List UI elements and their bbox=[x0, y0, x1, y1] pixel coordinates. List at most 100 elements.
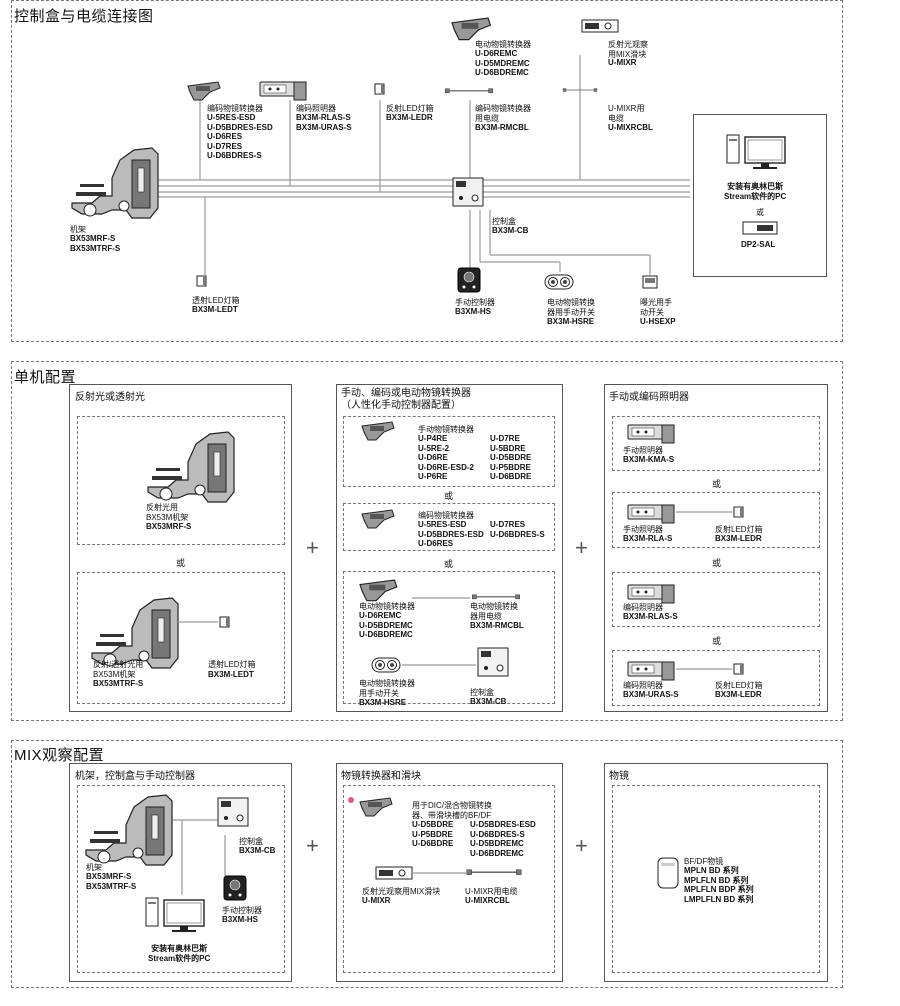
section2-title: 单机配置 bbox=[14, 369, 77, 386]
s2-manual-models-b: U-D7RE U-5BDRE U-D5BDRE U-P5BDRE U-D6BDR… bbox=[490, 434, 532, 481]
s1-dp2-models: DP2-SAL bbox=[741, 240, 776, 249]
s3-col2-inner bbox=[343, 785, 555, 973]
s2-coded-label: 编码物镜转换器 bbox=[418, 511, 474, 520]
s1-coded-nose-label: 编码物镜转换器 bbox=[207, 104, 263, 113]
s3-cb-label: 控制盒 bbox=[239, 837, 263, 846]
s2-uras-led-models: BX3M-LEDR bbox=[715, 690, 762, 699]
s1-cb-models: BX3M-CB bbox=[492, 226, 529, 235]
pc-box bbox=[693, 114, 827, 277]
s1-frame-models: BX53MRF-S BX53MTRF-S bbox=[70, 234, 121, 253]
s2-manual-label: 手动物镜转换器 bbox=[418, 425, 474, 434]
s1-mix-cable-models: U-MIXRCBL bbox=[608, 123, 653, 132]
section1-title: 控制盒与电缆连接图 bbox=[14, 8, 154, 25]
s2-col1-b-box bbox=[77, 572, 285, 704]
s2-col1-b-label: 反射/透射光用 BX53M机架 bbox=[93, 660, 144, 679]
s3-obj-label: BF/DF物镜 bbox=[684, 857, 724, 866]
s2-col2-coded-box bbox=[343, 503, 555, 551]
s1-coded-nose-models: U-5RES-ESD U-D5BDRES-ESD U-D6RES U-D7RES… bbox=[207, 113, 273, 160]
s3-nose-label: 用于DIC/混合物镜转换 器、带滑块槽的BF/DF bbox=[412, 801, 492, 820]
s2-cb-label: 控制盒 bbox=[470, 688, 494, 697]
s2-kma-label: 手动照明器 bbox=[623, 446, 663, 455]
s2-devices bbox=[91, 421, 744, 681]
s2-col1-b-models: BX53MTRF-S bbox=[93, 679, 144, 688]
s2-col3-uras-box bbox=[612, 650, 820, 706]
s2-rla-models: BX3M-RLA-S bbox=[623, 534, 673, 543]
s1-or: 或 bbox=[756, 208, 764, 217]
s3-hs-models: B3XM-HS bbox=[222, 915, 259, 924]
s1-mix-slider-models: U-MIXR bbox=[608, 58, 637, 67]
s3-col1-inner bbox=[77, 785, 285, 973]
s3-devices bbox=[85, 794, 679, 933]
s2-col3-or2: 或 bbox=[712, 558, 722, 568]
s1-hand-ctrl-models: B3XM-HS bbox=[455, 307, 492, 316]
s3-col3-inner bbox=[612, 785, 820, 973]
s3-col2-title: 物镜转换器和滑块 bbox=[341, 771, 421, 782]
s1-mix-cable-label: U-MIXR用 电缆 bbox=[608, 104, 645, 123]
s2-col3-rlas-box bbox=[612, 572, 820, 627]
s3-plus-2: + bbox=[575, 833, 588, 858]
s2-rla-led-label: 反射LED灯箱 bbox=[715, 525, 763, 534]
s3-nose-models-b: U-D5BDRES-ESD U-D6BDRES-S U-D5BDREMC U-D… bbox=[470, 820, 536, 858]
s2-cable-label: 电动物镜转换 器用电缆 bbox=[470, 602, 518, 621]
s1-mix-slider-label: 反射光观察 用MIX滑块 bbox=[608, 40, 648, 59]
s1-trans-led-models: BX3M-LEDT bbox=[192, 305, 238, 314]
s2-col2-box bbox=[336, 384, 563, 712]
s1-motor-cable-models: BX3M-RMCBL bbox=[475, 123, 529, 132]
s3-cable-label: U-MIXR用电缆 bbox=[465, 887, 518, 896]
s2-switch-label: 电动物镜转换器 用手动开关 bbox=[359, 679, 415, 698]
s1-coded-illum-label: 编码照明器 bbox=[296, 104, 336, 113]
s3-hs-label: 手动控制器 bbox=[222, 906, 262, 915]
s2-col3-rla-box bbox=[612, 492, 820, 548]
s2-col2-or1: 或 bbox=[444, 491, 454, 501]
s2-manual-models-a: U-P4RE U-5RE-2 U-D6RE U-D6RE-ESD-2 U-P6R… bbox=[418, 434, 475, 481]
s2-uras-models: BX3M-URAS-S bbox=[623, 690, 679, 699]
s2-rla-label: 手动照明器 bbox=[623, 525, 663, 534]
s1-hand-switch-label: 电动物镜转换 器用手动开关 bbox=[547, 298, 595, 317]
s2-coded-models-a: U-5RES-ESD U-D5BDRES-ESD U-D6RES bbox=[418, 520, 484, 548]
s3-cable-models: U-MIXRCBL bbox=[465, 896, 510, 905]
s2-col1-led-label: 透射LED灯箱 bbox=[208, 660, 256, 669]
s1-hand-switch-models: BX3M-HSRE bbox=[547, 317, 595, 326]
s2-motor-models: U-D6REMC U-D5BDREMC U-D6BDREMC bbox=[359, 611, 413, 639]
s3-nose-models-a: U-D5BDRE U-P5BDRE U-D6BDRE bbox=[412, 820, 454, 848]
section2-frame bbox=[11, 361, 843, 721]
s2-kma-models: BX3M-KMA-S bbox=[623, 455, 675, 464]
s3-col1-box bbox=[69, 763, 292, 982]
s2-cable-models: BX3M-RMCBL bbox=[470, 621, 524, 630]
s3-cb-models: BX3M-CB bbox=[239, 846, 276, 855]
s1-refl-led-models: BX3M-LEDR bbox=[386, 113, 433, 122]
s1-exp-switch-models: U-HSEXP bbox=[640, 317, 676, 326]
s2-col1-a-label: 反射光用 BX53M机架 bbox=[146, 503, 189, 522]
s3-col3-box bbox=[604, 763, 828, 982]
s1-motor-nose-label: 电动物镜转换器 bbox=[475, 40, 531, 49]
s2-col3-or3: 或 bbox=[712, 636, 722, 646]
s1-wires bbox=[148, 55, 690, 275]
s3-col3-title: 物镜 bbox=[609, 771, 629, 782]
s2-col1-led-models: BX3M-LEDT bbox=[208, 670, 254, 679]
s2-col1-a-models: BX53MRF-S bbox=[146, 522, 192, 531]
s2-rla-led-models: BX3M-LEDR bbox=[715, 534, 762, 543]
s2-col3-kma-box bbox=[612, 416, 820, 471]
s2-plus-1: + bbox=[306, 535, 319, 560]
s2-uras-label: 编码照明器 bbox=[623, 681, 663, 690]
s2-col1-title: 反射光或透射光 bbox=[75, 392, 145, 403]
s2-col2-title: 手动、编码或电动物镜转换器 （人性化手动控制器配置） bbox=[341, 388, 471, 411]
section3-frame bbox=[11, 740, 843, 988]
s2-col3-title: 手动或编码照明器 bbox=[609, 392, 689, 403]
s2-uras-led-label: 反射LED灯箱 bbox=[715, 681, 763, 690]
s3-mixr-label: 反射光观察用MIX滑块 bbox=[362, 887, 441, 896]
s1-frame-label: 机架 bbox=[70, 225, 86, 234]
s2-motor-label: 电动物镜转换器 bbox=[359, 602, 415, 611]
s3-obj-models: MPLN BD 系列 MPLFLN BD 系列 MPLFLN BDP 系列 LM… bbox=[684, 866, 754, 904]
s2-plus-2: + bbox=[575, 535, 588, 560]
section1-frame bbox=[11, 0, 843, 342]
s3-col1-title: 机架，控制盒与手动控制器 bbox=[75, 771, 195, 782]
s3-frame-models: BX53MRF-S BX53MTRF-S bbox=[86, 872, 137, 891]
s1-motor-cable-label: 编码物镜转换器 用电缆 bbox=[475, 104, 531, 123]
s1-refl-led-label: 反射LED灯箱 bbox=[386, 104, 434, 113]
s1-cb-label: 控制盒 bbox=[492, 217, 516, 226]
s2-cb-models: BX3M-CB bbox=[470, 697, 507, 706]
s2-coded-models-b: U-D7RES U-D6BDRES-S bbox=[490, 520, 545, 539]
s1-pc-label: 安装有奥林巴斯 Stream软件的PC bbox=[724, 182, 787, 201]
